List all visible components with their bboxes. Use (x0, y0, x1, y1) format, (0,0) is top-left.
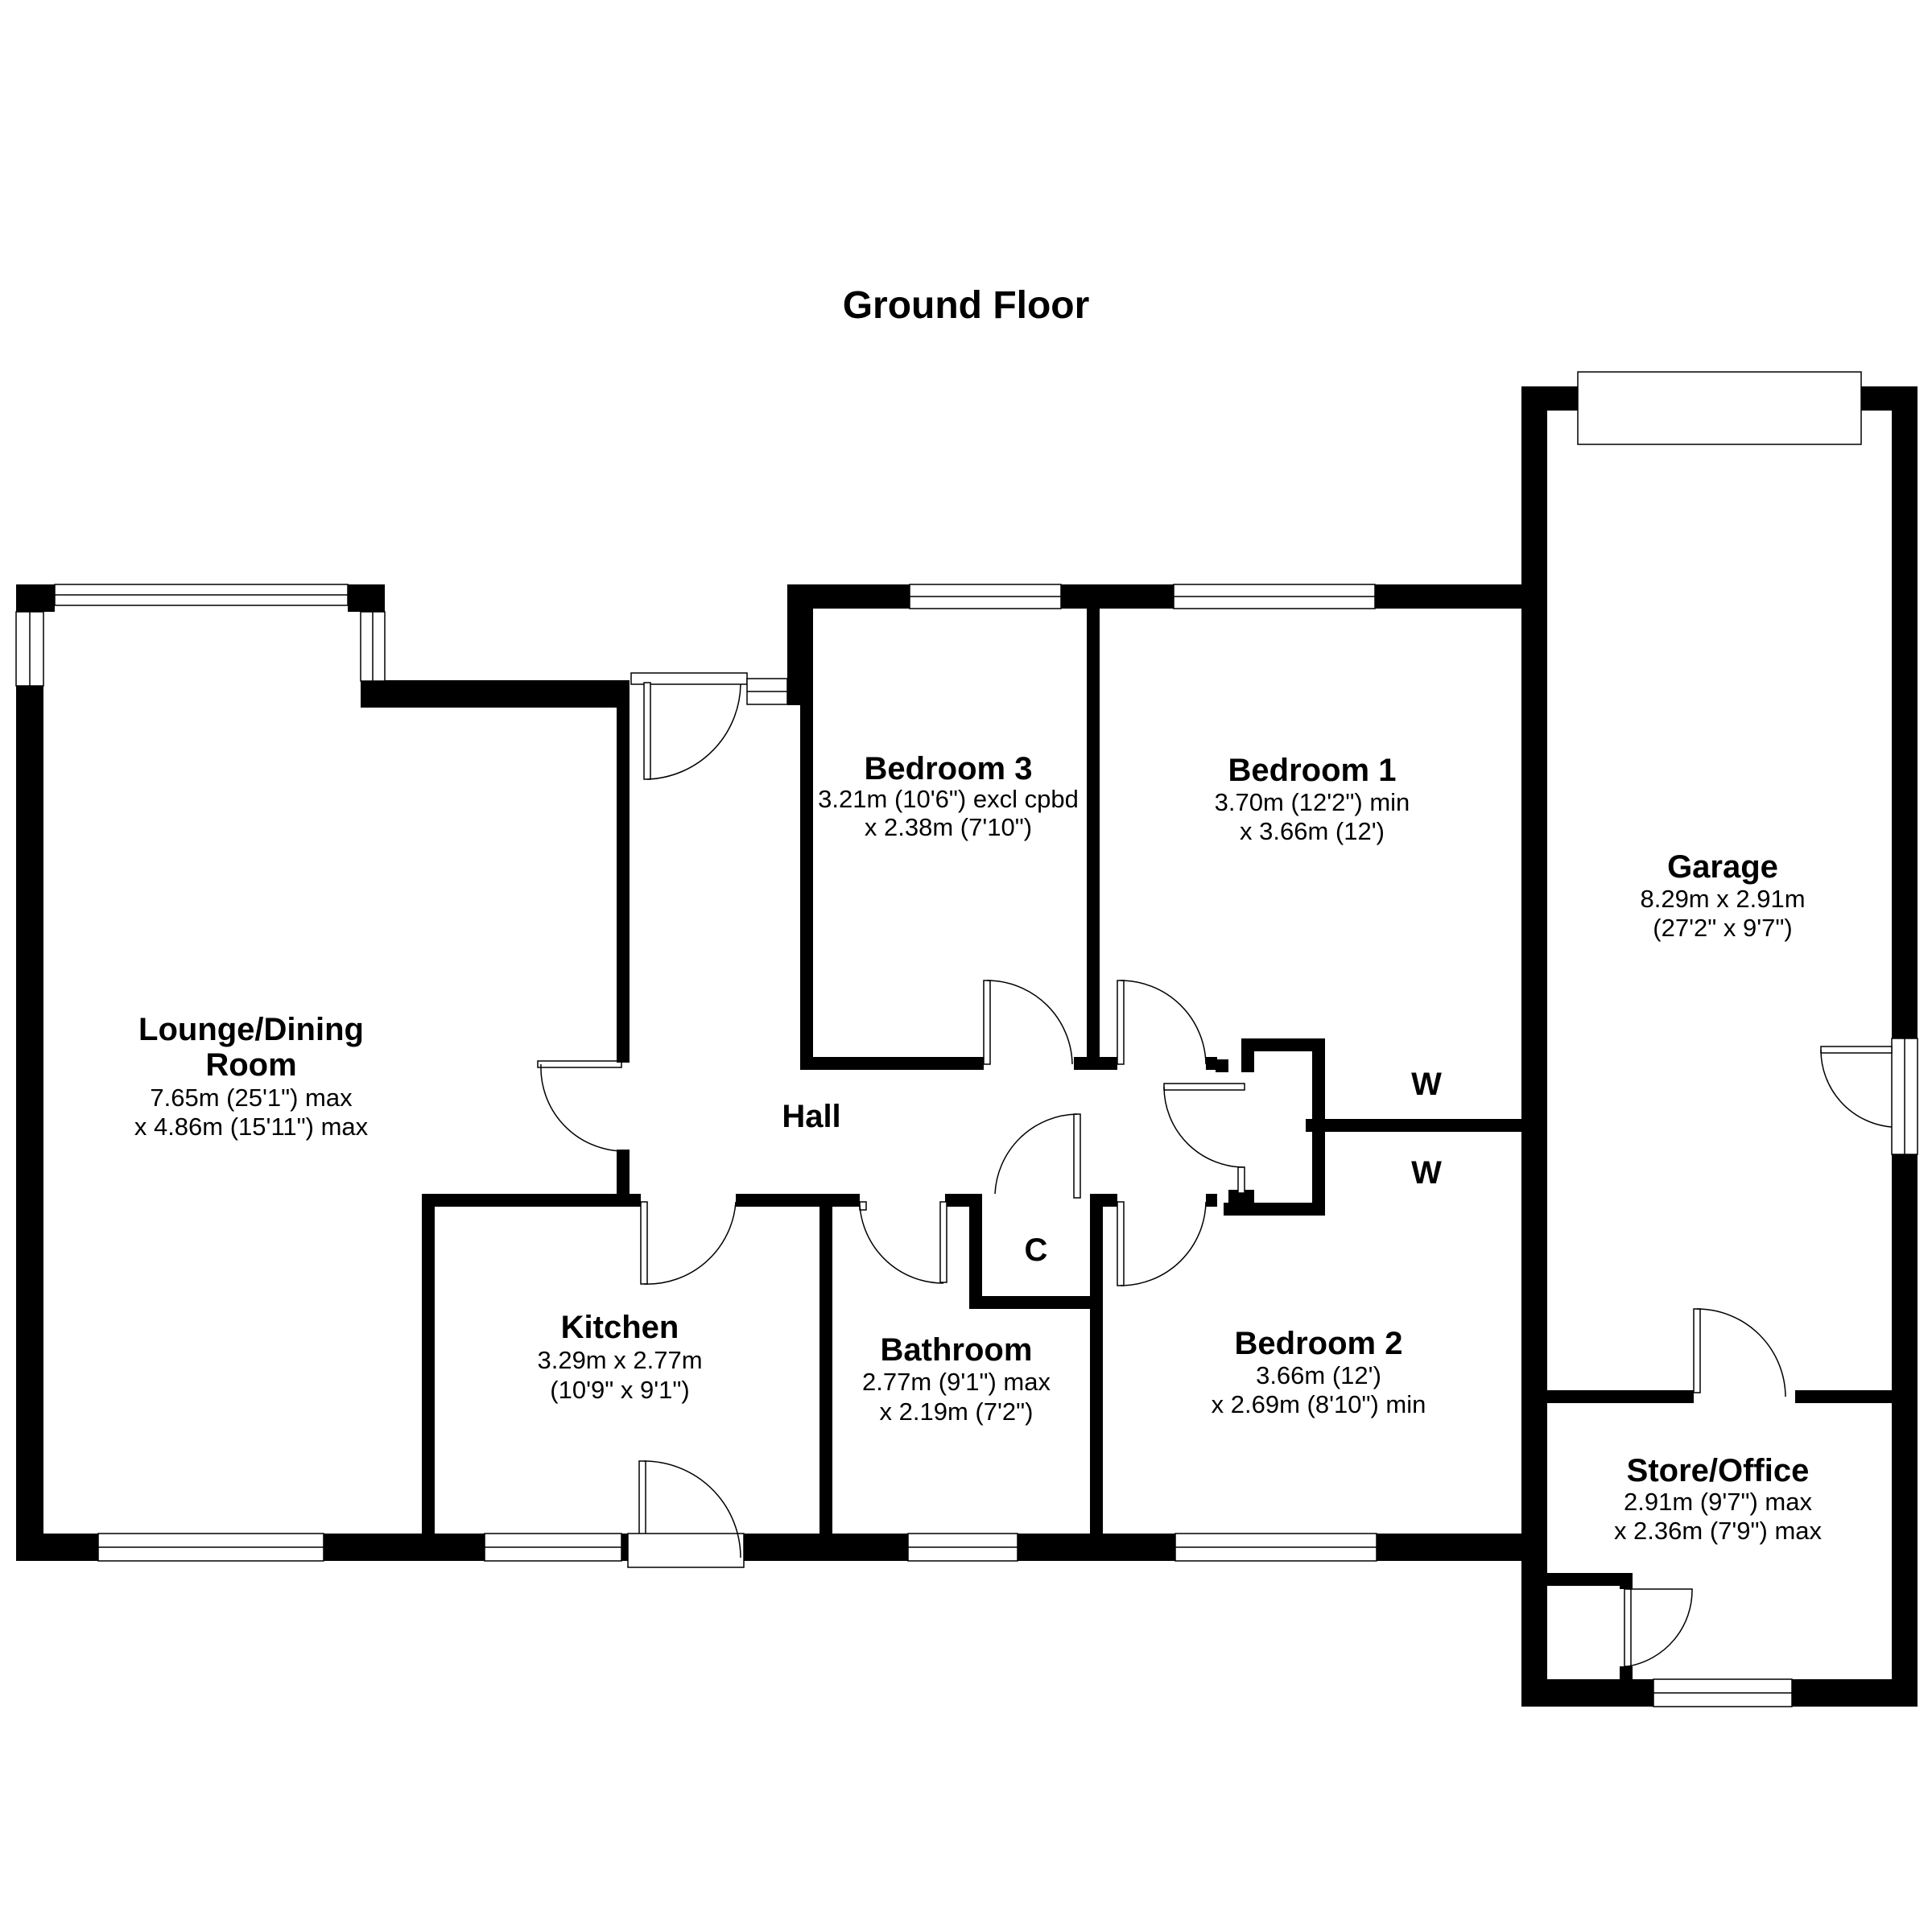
room-garage-dim-1: 8.29m x 2.91m (1640, 885, 1805, 913)
wall-garage-store-left (1533, 1390, 1694, 1403)
room-lounge-dim-2: x 4.86m (15'11") max (134, 1113, 369, 1141)
floor-title: Ground Floor (843, 284, 1090, 327)
room-kitchen-dim-1: 3.29m x 2.77m (537, 1346, 702, 1374)
room-wardrobe-2-name: W (1411, 1155, 1442, 1191)
wall-wardrobe-f (1228, 1190, 1254, 1216)
door-front (643, 682, 741, 780)
windows (15, 371, 1918, 1707)
room-bed2-dim-1: 3.66m (12') (1256, 1361, 1381, 1389)
door-cupboard (994, 1113, 1081, 1199)
door-wardrobe (1163, 1083, 1245, 1194)
room-lounge: Lounge/Dining Room 7.65m (25'1") max x 4… (134, 1012, 369, 1141)
wall-garage-store-right (1795, 1390, 1895, 1403)
wall-bed3-north-right (1061, 584, 1174, 609)
door-kitchen (630, 1194, 745, 1285)
wall-kitchen-east (819, 1194, 832, 1548)
room-kitchen: Kitchen 3.29m x 2.77m (10'9" x 9'1") (537, 1310, 702, 1404)
garage-door-north (1577, 371, 1862, 445)
wall-kitchen-west (422, 1194, 435, 1548)
wall-lounge-step (361, 680, 626, 708)
room-bed1: Bedroom 1 3.70m (12'2") min x 3.66m (12'… (1215, 753, 1410, 845)
wall-bed3-west (800, 607, 813, 1070)
room-kitchen-dim-2: (10'9" x 9'1") (550, 1376, 689, 1404)
door-store-closet (1624, 1588, 1693, 1667)
room-garage-name: Garage (1667, 849, 1778, 885)
wall-store-closet-east (1620, 1573, 1633, 1589)
door-kitchen-back (627, 1460, 745, 1568)
doors (537, 682, 1893, 1667)
wall-cpbd-south (969, 1296, 1103, 1309)
wall-garage-east-upper (1892, 386, 1918, 1038)
wall-store-south-left (1521, 1679, 1653, 1707)
wall-south-3 (621, 1534, 630, 1561)
wall-garage-north-left (1521, 386, 1578, 411)
wall-lounge-step-vertical (361, 680, 374, 708)
room-bed3: Bedroom 3 3.21m (10'6") excl cpbd x 2.38… (818, 751, 1079, 841)
door-bed1 (1100, 980, 1217, 1070)
wall-store-closet-top (1533, 1573, 1633, 1586)
room-bed1-name: Bedroom 1 (1228, 753, 1397, 788)
room-lounge-dim-1: 7.65m (25'1") max (150, 1084, 353, 1112)
door-lounge (537, 1055, 630, 1158)
room-bed2-name: Bedroom 2 (1235, 1326, 1403, 1361)
room-bathroom-dim-1: 2.77m (9'1") max (862, 1368, 1051, 1396)
wall-garage-west (1521, 386, 1547, 1707)
wall-bath-north-left (819, 1194, 860, 1207)
room-bed1-dim-1: 3.70m (12'2") min (1215, 788, 1410, 816)
room-cupboard-name: C (1025, 1232, 1048, 1268)
room-bed2-dim-2: x 2.69m (8'10") min (1212, 1390, 1426, 1418)
wall-lounge-west (16, 584, 43, 1558)
room-garage-dim-2: (27'2" x 9'7") (1653, 914, 1792, 942)
room-bed2: Bedroom 2 3.66m (12') x 2.69m (8'10") mi… (1212, 1326, 1426, 1418)
wall-bed3-south (800, 1057, 972, 1070)
door-bed3 (972, 980, 1087, 1070)
room-hall-name: Hall (782, 1099, 840, 1134)
room-bathroom: Bathroom 2.77m (9'1") max x 2.19m (7'2") (862, 1332, 1051, 1426)
room-store-dim-2: x 2.36m (7'9") max (1614, 1517, 1823, 1545)
wall-kitchen-north-left (422, 1194, 630, 1207)
room-lounge-name-1: Lounge/Dining (138, 1012, 364, 1047)
wall-store-south-right (1792, 1679, 1918, 1707)
room-bed3-dim-2: x 2.38m (7'10") (865, 813, 1032, 841)
room-store-name: Store/Office (1627, 1453, 1810, 1488)
room-labels: Lounge/Dining Room 7.65m (25'1") max x 4… (134, 751, 1823, 1545)
wall-bed2-west (1090, 1194, 1103, 1548)
wall-lounge-hall-upper (617, 680, 630, 1055)
walls (16, 386, 1918, 1707)
wall-wardrobe-e (1241, 1038, 1254, 1072)
wall-wardrobe-c (1306, 1119, 1533, 1132)
wall-wardrobe-g (1216, 1059, 1228, 1072)
door-bathroom (859, 1201, 947, 1284)
wall-south-1 (16, 1534, 98, 1561)
room-wardrobe-1-name: W (1411, 1067, 1442, 1102)
wall-lounge-hall-lower (617, 1158, 630, 1202)
room-bathroom-name: Bathroom (881, 1332, 1033, 1368)
wall-store-closet-bottom (1620, 1666, 1633, 1679)
wall-south-2 (324, 1534, 485, 1561)
wall-cpbd-west (969, 1194, 982, 1308)
wall-garage-east-lower (1892, 1154, 1918, 1679)
room-lounge-name-2: Room (205, 1047, 296, 1083)
room-store: Store/Office 2.91m (9'7") max x 2.36m (7… (1614, 1453, 1823, 1545)
wall-lounge-north (16, 584, 55, 612)
wall-bed3-north-left (787, 584, 910, 609)
door-garage-side (1820, 1046, 1893, 1128)
wall-south-6 (1377, 1534, 1526, 1561)
wall-bed3-east (1087, 607, 1100, 1070)
room-bed1-dim-2: x 3.66m (12') (1240, 817, 1385, 845)
room-garage: Garage 8.29m x 2.91m (27'2" x 9'7") (1640, 849, 1805, 942)
door-store (1693, 1308, 1786, 1397)
room-bed3-name: Bedroom 3 (865, 751, 1033, 786)
wall-lounge-north-right (348, 584, 385, 612)
wall-wardrobe-a (1241, 1038, 1325, 1051)
room-store-dim-1: 2.91m (9'7") max (1624, 1488, 1812, 1516)
door-bed2 (1103, 1194, 1217, 1286)
wall-bed1-north-right (1375, 584, 1533, 609)
room-kitchen-name: Kitchen (561, 1310, 679, 1345)
room-bed3-dim-1: 3.21m (10'6") excl cpbd (818, 785, 1079, 813)
room-bathroom-dim-2: x 2.19m (7'2") (880, 1397, 1034, 1426)
